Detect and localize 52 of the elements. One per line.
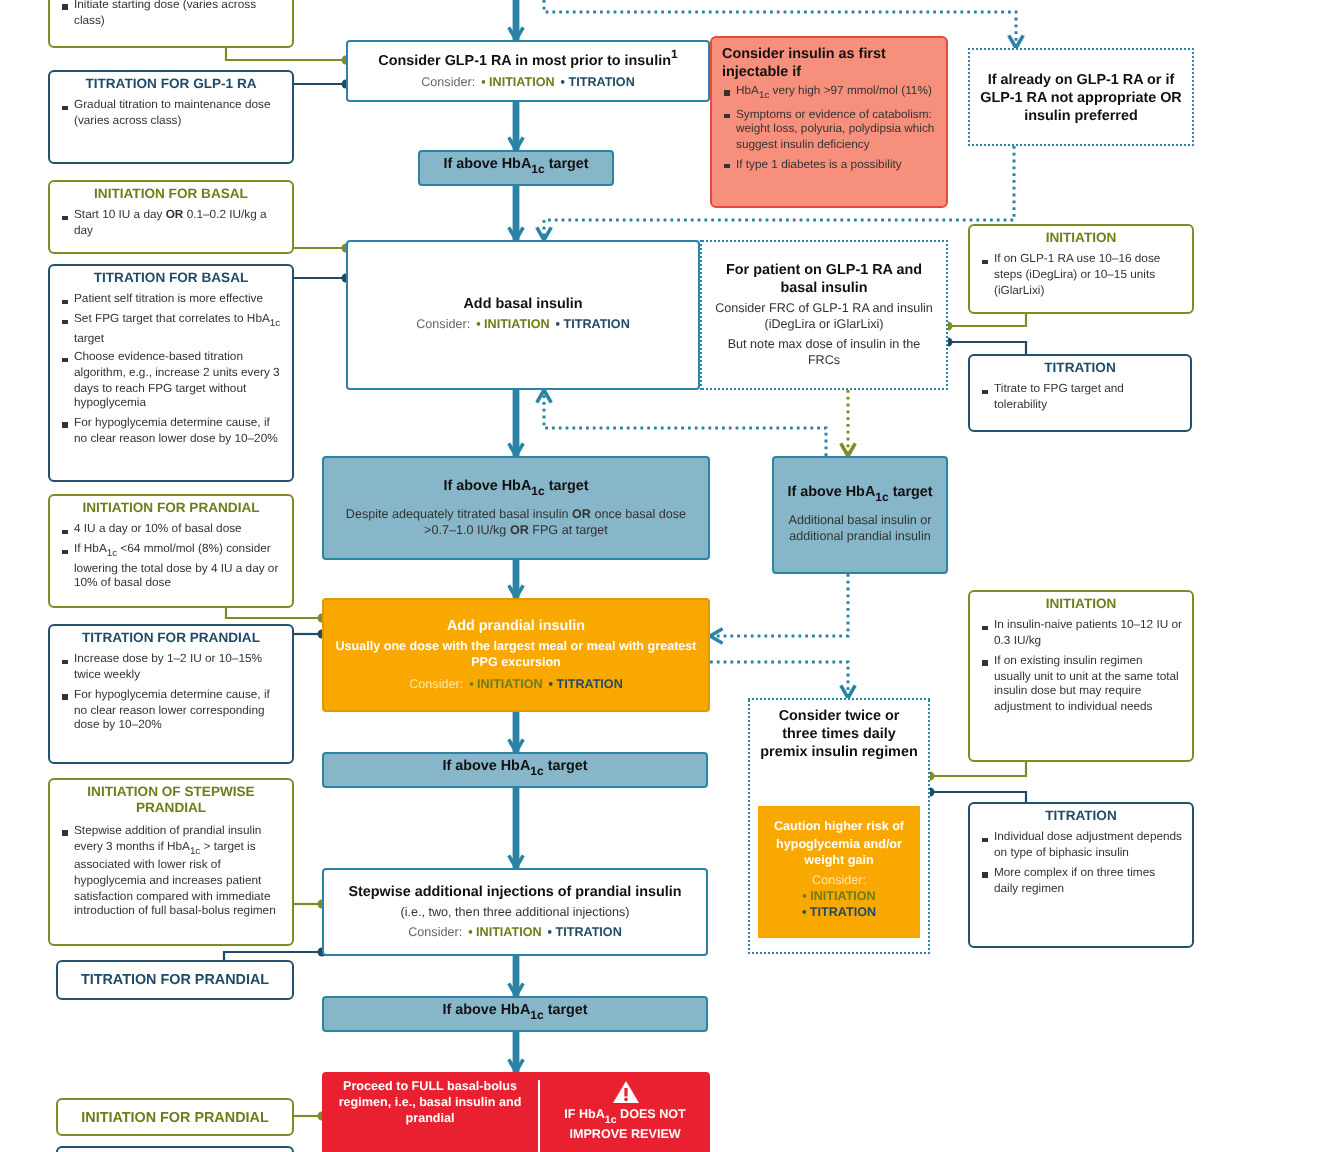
process-box xyxy=(322,868,708,956)
dotted-note-box xyxy=(748,698,930,954)
arrow xyxy=(507,0,525,42)
titration-card xyxy=(48,70,294,164)
titration-card xyxy=(968,354,1192,432)
arrow xyxy=(507,102,525,152)
decision-box xyxy=(322,456,710,560)
initiation-card xyxy=(48,778,294,946)
dotted-arrow xyxy=(708,574,850,645)
arrow xyxy=(507,788,525,870)
decision-box xyxy=(322,996,708,1032)
arrow xyxy=(507,560,525,600)
caution-box xyxy=(758,806,920,938)
connector-line xyxy=(224,608,327,623)
dotted-note-box xyxy=(968,48,1194,146)
warning-note-box xyxy=(710,36,948,208)
dotted-arrow xyxy=(839,390,857,458)
process-box xyxy=(322,598,710,712)
connector-line xyxy=(294,243,351,253)
connector-line xyxy=(294,273,351,283)
initiation-card xyxy=(968,590,1194,762)
titration-card xyxy=(48,624,294,764)
arrow xyxy=(507,1032,525,1074)
process-box xyxy=(346,40,710,102)
process-box xyxy=(346,240,700,390)
alert-box xyxy=(322,1072,710,1152)
arrow xyxy=(507,186,525,242)
decision-box xyxy=(772,456,948,574)
arrow xyxy=(507,956,525,998)
decision-box xyxy=(322,752,708,788)
connector-line xyxy=(294,1111,327,1121)
connector-line xyxy=(222,947,327,960)
dotted-arrow xyxy=(710,660,857,700)
initiation-card xyxy=(48,0,294,48)
titration-card xyxy=(968,802,1194,948)
arrow xyxy=(507,390,525,458)
decision-box xyxy=(418,150,614,186)
connector-line xyxy=(224,48,351,65)
initiation-card xyxy=(968,224,1194,314)
titration-card xyxy=(48,264,294,482)
initiation-card xyxy=(48,494,294,608)
connector-line xyxy=(294,79,351,89)
initiation-card xyxy=(48,180,294,254)
titration-card xyxy=(56,960,294,1000)
initiation-card xyxy=(56,1098,294,1136)
dotted-arrow xyxy=(542,0,1025,50)
connector-line xyxy=(294,899,327,909)
dotted-arrow xyxy=(535,146,1016,242)
connector-line xyxy=(294,629,327,639)
dotted-note-box xyxy=(700,240,948,390)
arrow xyxy=(507,712,525,754)
dotted-arrow xyxy=(535,388,828,456)
